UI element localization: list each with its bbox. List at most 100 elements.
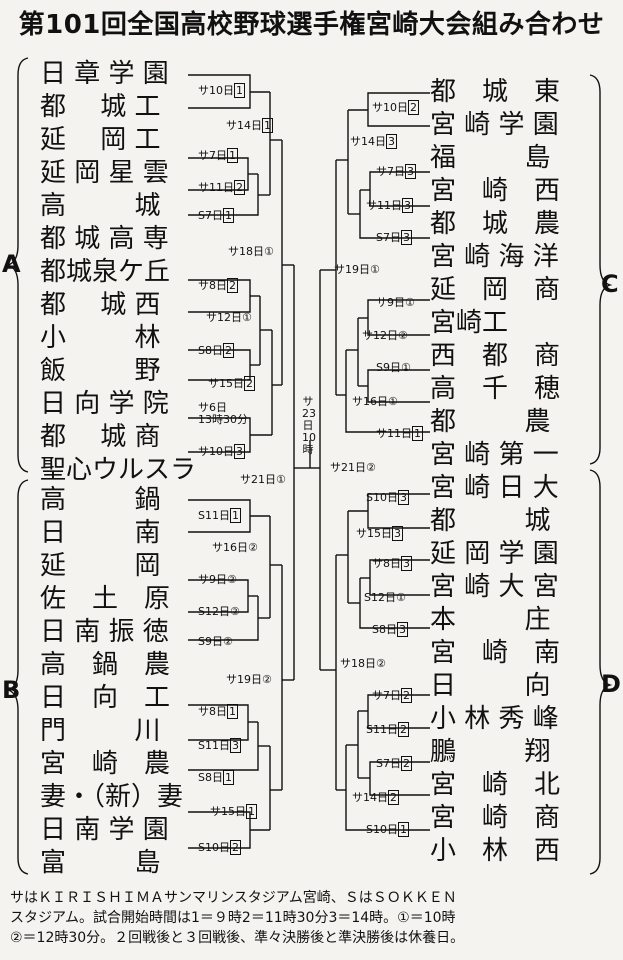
team-right: 宮 崎 日 大 <box>430 473 559 503</box>
team-left: 門 川 <box>40 716 161 746</box>
team-right: 都 城 農 <box>430 209 561 239</box>
team-left: 日 南 <box>40 518 161 548</box>
team-right: 都 農 <box>430 407 551 437</box>
team-left: 都 城 高 専 <box>40 224 169 254</box>
footer-line: ②＝12時30分。２回戦後と３回戦後、準々決勝後と準決勝後は休養日。 <box>10 930 465 946</box>
team-right: 宮 崎 海 洋 <box>430 242 559 272</box>
match-slot: S12日② <box>198 605 240 618</box>
team-left: 日 向 学 院 <box>40 389 169 419</box>
group-a-label: A <box>2 250 21 278</box>
team-left: 高 鍋 農 <box>40 650 171 680</box>
team-left: 妻・（新）妻 <box>40 782 184 812</box>
footer-notes: サはＫＩＲＩＳＨＩＭＡサンマリンスタジアム宮崎、ＳはＳＯＫＫＥＮ スタジアム。試… <box>10 888 615 948</box>
group-c-label: C <box>601 270 619 298</box>
team-left: 都 城 西 <box>40 290 161 320</box>
footer-line: スタジアム。試合開始時間は1＝９時2＝11時30分3＝14時。①＝10時 <box>10 910 456 926</box>
team-left: 飯 野 <box>40 356 161 386</box>
match-slot: サ19日① <box>334 263 380 276</box>
team-right: 延 岡 学 園 <box>430 539 559 569</box>
match-slot: サ21日② <box>330 461 376 474</box>
team-right: 宮崎工 <box>430 308 509 338</box>
team-left: 延 岡 <box>40 551 161 581</box>
team-left: 日 南 学 園 <box>40 815 169 845</box>
team-right: 宮 崎 大 宮 <box>430 572 559 602</box>
team-left: 都城泉ケ丘 <box>40 257 171 287</box>
team-right: 都 城 東 <box>430 77 561 107</box>
team-left: 高 鍋 <box>40 485 161 515</box>
match-slot: サ16日② <box>212 541 258 554</box>
page-title: 第101回全国高校野球選手権宮崎大会組み合わせ <box>18 10 605 40</box>
team-left: 日 南 振 徳 <box>40 617 169 647</box>
team-right: 宮 崎 商 <box>430 803 561 833</box>
team-left: 都 城 商 <box>40 422 161 452</box>
final-match-label: サ23日10時 <box>302 395 316 456</box>
team-left: 富 島 <box>40 848 161 878</box>
match-slot: S12日① <box>364 591 406 604</box>
team-right: 宮 崎 南 <box>430 638 561 668</box>
group-d-label: D <box>601 670 621 698</box>
team-right: 小 林 西 <box>430 836 561 866</box>
match-slot: サ9日② <box>198 573 237 586</box>
team-left: 小 林 <box>40 323 161 353</box>
team-right: 宮 崎 北 <box>430 770 561 800</box>
team-right: 日 向 <box>430 671 551 701</box>
team-right: 宮 崎 学 園 <box>430 110 559 140</box>
team-left: 日 向 工 <box>40 683 171 713</box>
team-right: 高 千 穂 <box>430 374 561 404</box>
team-right: 宮 崎 西 <box>430 176 561 206</box>
match-slot: サ18日① <box>228 245 274 258</box>
team-right: 福 島 <box>430 143 551 173</box>
match-slot: サ12日② <box>362 329 408 342</box>
team-right: 小 林 秀 峰 <box>430 704 559 734</box>
match-slot: サ19日② <box>226 673 272 686</box>
match-slot: サ18日② <box>340 657 386 670</box>
match-slot: サ16日① <box>352 395 398 408</box>
team-left: 都 城 工 <box>40 92 161 122</box>
team-right: 宮 崎 第 一 <box>430 440 559 470</box>
team-right: 西 都 商 <box>430 341 561 371</box>
match-slot: サ9日① <box>376 296 415 309</box>
team-left: 宮 崎 農 <box>40 749 171 779</box>
team-left: 延 岡 星 雲 <box>40 158 169 188</box>
match-slot: サ12日① <box>206 311 252 324</box>
team-left: 延 岡 工 <box>40 125 161 155</box>
team-right: 鵬 翔 <box>430 737 551 767</box>
team-left: 日 章 学 園 <box>40 59 169 89</box>
match-slot: S9日② <box>198 635 233 648</box>
match-slot: サ21日① <box>240 473 286 486</box>
match-slot: S9日① <box>376 361 411 374</box>
team-left: 高 城 <box>40 191 161 221</box>
team-right: 本 庄 <box>430 605 551 635</box>
footer-line: サはＫＩＲＩＳＨＩＭＡサンマリンスタジアム宮崎、ＳはＳＯＫＫＥＮ <box>10 890 457 906</box>
team-right: 都 城 <box>430 506 551 536</box>
